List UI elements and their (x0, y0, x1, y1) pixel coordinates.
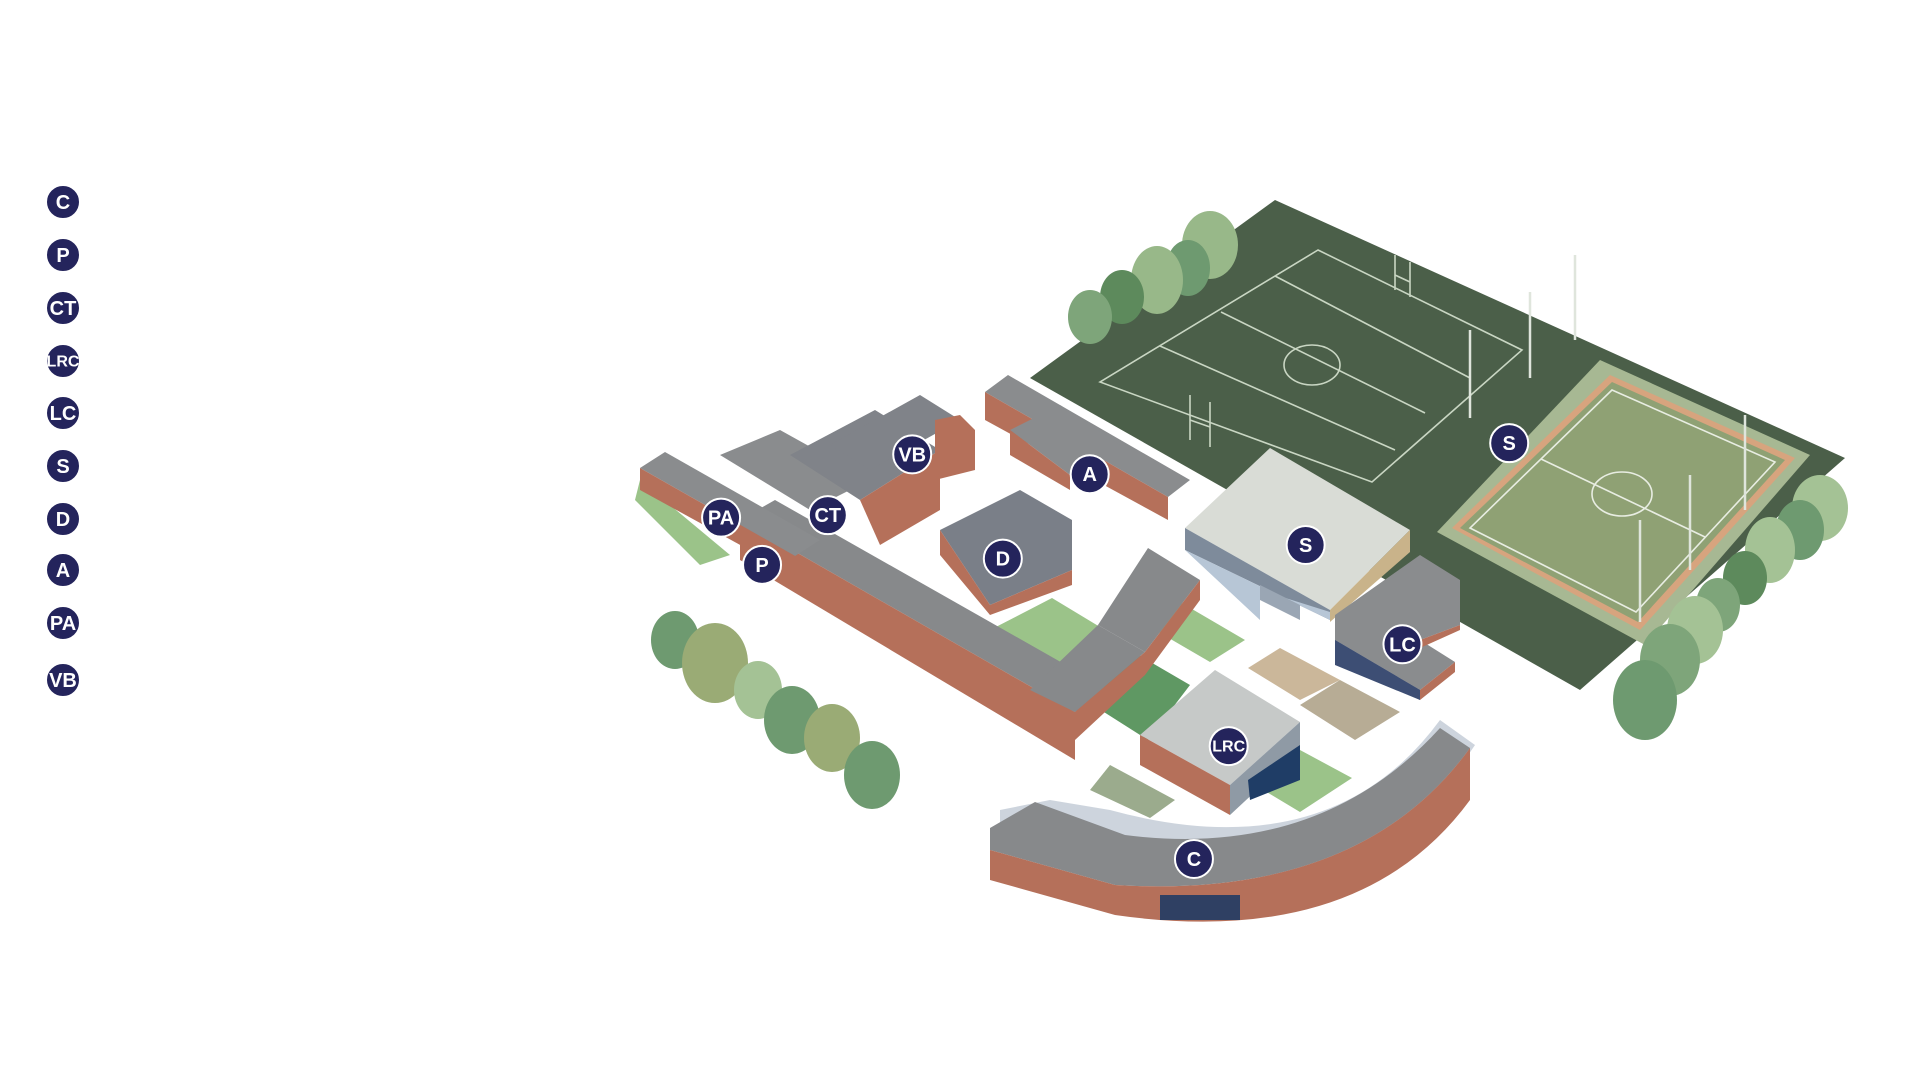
legend-item-ct-circle (45, 290, 81, 326)
map-marker-ct-circle (807, 495, 848, 536)
legend-item-c[interactable]: C (45, 184, 81, 220)
trees-east (1613, 475, 1848, 740)
legend-item-lrc[interactable]: LRC (45, 343, 81, 379)
map-marker-p[interactable]: P (742, 544, 783, 585)
building-p-wing (740, 500, 1200, 760)
building-vb-ct-pa (640, 395, 975, 575)
map-marker-pa[interactable]: PA (701, 497, 742, 538)
map-marker-pa-label: PA (708, 508, 734, 530)
map-marker-pa-circle (701, 497, 742, 538)
legend-item-p-label: P (56, 245, 69, 267)
legend-item-lc-label: LC (50, 403, 77, 425)
legend-item-lc[interactable]: LC (45, 395, 81, 431)
map-marker-a-label: A (1082, 464, 1096, 486)
legend-item-vb-circle (45, 662, 81, 698)
legend-item-pa-label: PA (50, 613, 76, 635)
legend-item-s[interactable]: S (45, 448, 81, 484)
legend-item-s-label: S (56, 456, 69, 478)
legend-item-c-label: C (56, 192, 70, 214)
map-marker-s-sports-pitch-label: S (1503, 433, 1516, 455)
map-marker-ct-label: CT (814, 505, 841, 527)
legend-item-vb-label: VB (49, 670, 77, 692)
map-marker-s-sports-hall-label: S (1299, 535, 1312, 557)
map-marker-d-circle (982, 538, 1023, 579)
legend-item-lc-circle (45, 395, 81, 431)
map-marker-vb-label: VB (898, 444, 926, 466)
legend-item-a-circle (45, 552, 81, 588)
astro-pitch (1437, 360, 1810, 645)
map-marker-d-label: D (996, 549, 1010, 571)
map-marker-a-circle (1069, 454, 1110, 495)
legend-item-lrc-label: LRC (47, 354, 80, 371)
map-marker-c-label: C (1187, 849, 1201, 871)
map-marker-d[interactable]: D (982, 538, 1023, 579)
map-markers: VB A PA CT P D S S LC LRC C (701, 423, 1530, 880)
legend-item-s-circle (45, 448, 81, 484)
map-marker-ct[interactable]: CT (807, 495, 848, 536)
map-marker-lc-circle (1382, 624, 1423, 665)
building-lrc (1140, 670, 1300, 815)
legend-item-d-label: D (56, 509, 70, 531)
legend-item-a-label: A (56, 560, 70, 582)
map-marker-c-circle (1173, 839, 1214, 880)
trees-west (651, 611, 900, 809)
legend-item-c-circle (45, 184, 81, 220)
map-marker-s-sports-hall[interactable]: S (1285, 524, 1326, 565)
map-marker-s-sports-pitch-circle (1489, 423, 1530, 464)
building-lc (1335, 555, 1460, 700)
legend-item-d[interactable]: D (45, 501, 81, 537)
legend-item-d-circle (45, 501, 81, 537)
map-marker-vb-circle (892, 434, 933, 475)
map-marker-p-label: P (755, 555, 768, 577)
legend: C P CT LRC LC S D A PA VB (45, 184, 81, 698)
legend-item-ct[interactable]: CT (45, 290, 81, 326)
map-marker-lrc-label: LRC (1212, 739, 1245, 756)
legend-item-vb[interactable]: VB (45, 662, 81, 698)
map-marker-lrc-circle (1208, 726, 1249, 767)
legend-item-pa[interactable]: PA (45, 605, 81, 641)
legend-item-lrc-circle (45, 343, 81, 379)
trees-north (1068, 211, 1238, 344)
legend-item-a[interactable]: A (45, 552, 81, 588)
map-marker-lrc[interactable]: LRC (1208, 726, 1249, 767)
map-marker-s-sports-pitch[interactable]: S (1489, 423, 1530, 464)
map-marker-lc-label: LC (1389, 634, 1416, 656)
legend-item-pa-circle (45, 605, 81, 641)
building-c (990, 720, 1475, 922)
legend-item-p-circle (45, 237, 81, 273)
legend-item-ct-label: CT (50, 298, 77, 320)
map-marker-lc[interactable]: LC (1382, 624, 1423, 665)
map-marker-p-circle (742, 544, 783, 585)
map-marker-s-sports-hall-circle (1285, 524, 1326, 565)
legend-item-p[interactable]: P (45, 237, 81, 273)
map-marker-c[interactable]: C (1173, 839, 1214, 880)
map-marker-vb[interactable]: VB (892, 434, 933, 475)
map-marker-a[interactable]: A (1069, 454, 1110, 495)
